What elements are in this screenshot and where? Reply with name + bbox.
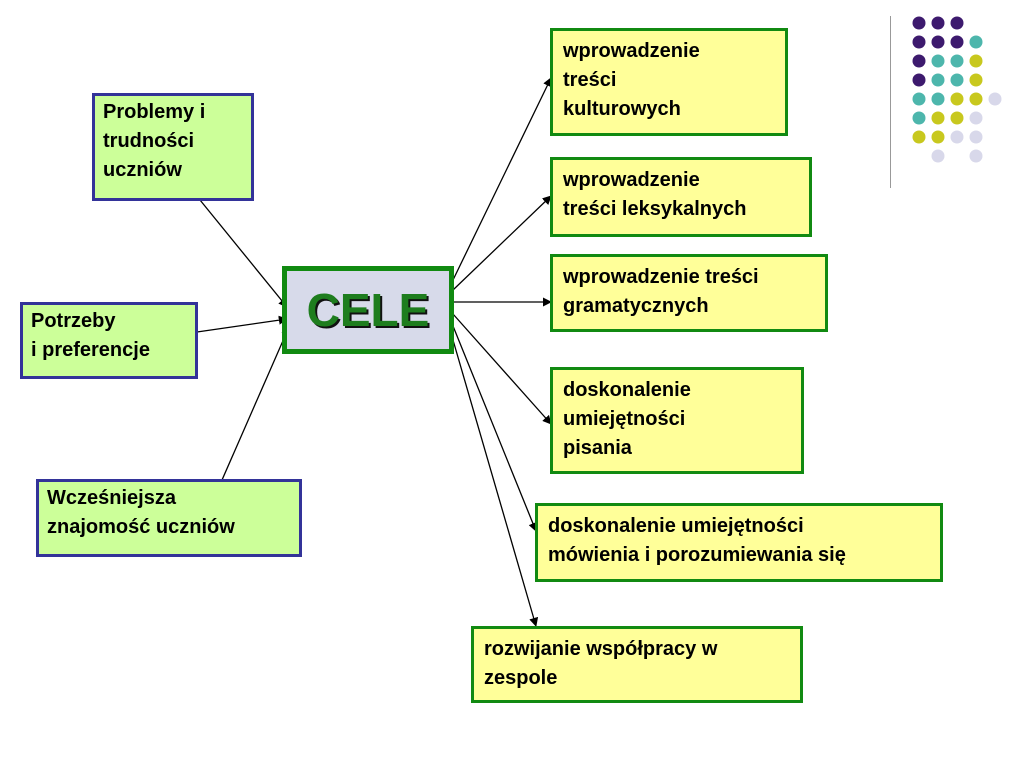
arrow-goal-4	[452, 313, 552, 425]
decor-dot	[950, 16, 964, 30]
goal-box-cultural: wprowadzenie treści kulturowych	[550, 28, 788, 136]
decor-dot	[950, 130, 964, 144]
decor-dot	[931, 54, 945, 68]
decor-dot	[931, 92, 945, 106]
goal-label-teamwork: rozwijanie współpracy w zespole	[484, 638, 718, 689]
goal-box-teamwork: rozwijanie współpracy w zespole	[471, 626, 803, 703]
divider-line	[890, 16, 891, 188]
center-box-cele: CELE	[282, 266, 454, 354]
goal-label-cultural: wprowadzenie treści kulturowych	[563, 40, 700, 120]
decor-dot	[931, 35, 945, 49]
source-label-problems: Problemy i trudności uczniów	[103, 101, 206, 181]
source-label-needs: Potrzeby i preferencje	[31, 310, 150, 361]
arrow-source-3	[221, 326, 290, 481]
source-box-prior-knowledge: Wcześniejsza znajomość uczniów	[36, 479, 302, 557]
decor-dot	[912, 111, 926, 125]
goal-box-writing: doskonalenie umiejętności pisania	[550, 367, 804, 474]
decor-dot	[912, 54, 926, 68]
decor-dot	[950, 54, 964, 68]
source-box-needs: Potrzeby i preferencje	[20, 302, 198, 379]
decor-dot	[931, 130, 945, 144]
decor-dot	[931, 111, 945, 125]
source-box-problems: Problemy i trudności uczniów	[92, 93, 254, 201]
center-label: CELE	[306, 284, 430, 336]
decor-dot	[931, 149, 945, 163]
decor-dot	[912, 130, 926, 144]
goal-label-writing: doskonalenie umiejętności pisania	[563, 379, 691, 459]
decor-dot	[969, 73, 983, 87]
decor-dot	[988, 92, 1002, 106]
arrow-goal-1	[452, 77, 552, 281]
arrow-goal-2	[452, 195, 552, 291]
arrow-goal-6	[452, 339, 539, 627]
goal-box-speaking: doskonalenie umiejętności mówienia i por…	[535, 503, 943, 582]
arrow-source-2	[196, 315, 288, 333]
decor-dot	[969, 111, 983, 125]
decor-dot	[912, 73, 926, 87]
decor-dot	[969, 92, 983, 106]
goal-label-lexical: wprowadzenie treści leksykalnych	[563, 169, 747, 220]
decor-dot	[950, 73, 964, 87]
goal-label-grammar: wprowadzenie treści gramatycznych	[563, 266, 759, 317]
source-label-prior-knowledge: Wcześniejsza znajomość uczniów	[47, 487, 235, 538]
decor-dot	[912, 92, 926, 106]
decor-dot	[912, 16, 926, 30]
arrow-source-1	[199, 199, 288, 308]
decor-dot	[950, 111, 964, 125]
decor-dot	[969, 130, 983, 144]
decor-dot	[950, 35, 964, 49]
goal-label-speaking: doskonalenie umiejętności mówienia i por…	[548, 515, 846, 566]
decor-dot	[969, 149, 983, 163]
decor-dot	[931, 16, 945, 30]
decor-dot	[931, 73, 945, 87]
decor-dot	[969, 35, 983, 49]
decor-dot	[969, 54, 983, 68]
decor-dot	[950, 92, 964, 106]
arrow-goal-5	[452, 325, 538, 532]
goal-box-lexical: wprowadzenie treści leksykalnych	[550, 157, 812, 237]
goal-box-grammar: wprowadzenie treści gramatycznych	[550, 254, 828, 332]
decor-dot	[912, 35, 926, 49]
